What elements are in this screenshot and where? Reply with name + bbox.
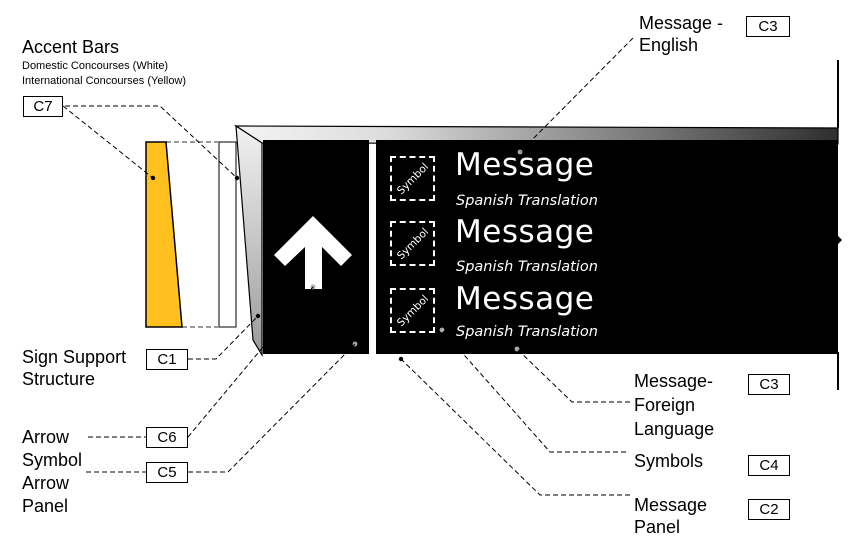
arrow-panel-label-line1: Arrow	[22, 473, 70, 493]
message-translation-text: Spanish Translation	[456, 259, 598, 275]
accent-international-note: International Concourses (Yellow)	[22, 75, 187, 87]
sign-support-label-line1: Sign Support	[22, 347, 127, 367]
sign-support-label-line2: Structure	[22, 369, 96, 389]
message-foreign-label-line1: Message-	[634, 371, 714, 391]
accent-bars-title: Accent Bars	[22, 37, 120, 57]
symbol-label: Symbol	[394, 160, 431, 197]
symbol-box: Symbol	[390, 221, 435, 266]
message-foreign-label-line3: Language	[634, 419, 715, 439]
yellow-accent-bar	[145, 141, 183, 328]
symbol-label: Symbol	[394, 292, 431, 329]
code-c1: C1	[146, 349, 188, 370]
code-c6: C6	[146, 427, 188, 448]
arrow-symbol	[274, 216, 352, 289]
white-accent-bar	[218, 141, 237, 328]
code-c4: C4	[748, 455, 790, 476]
message-panel-label-line2: Panel	[634, 517, 681, 537]
message-translation-text: Spanish Translation	[456, 324, 598, 340]
message-english-label-line2: English	[639, 35, 699, 55]
code-c3-foreign: C3	[748, 374, 790, 395]
code-c3-english: C3	[746, 16, 790, 37]
code-c5: C5	[146, 462, 188, 483]
symbol-box: Symbol	[390, 156, 435, 201]
message-english-text: Message	[455, 214, 595, 250]
symbols-label: Symbols	[634, 451, 704, 471]
message-english-label-line1: Message -	[639, 13, 724, 33]
accent-domestic-note: Domestic Concourses (White)	[22, 60, 169, 72]
symbol-box: Symbol	[390, 288, 435, 333]
message-panel-label-line1: Message	[634, 495, 708, 515]
message-translation-text: Spanish Translation	[456, 193, 598, 209]
code-c7: C7	[23, 96, 63, 117]
message-english-text: Message	[455, 147, 595, 183]
leader-lines	[62, 37, 634, 496]
symbol-label: Symbol	[394, 225, 431, 262]
message-english-text: Message	[455, 281, 595, 317]
arrow-panel	[263, 140, 369, 354]
arrow-panel-label-line2: Panel	[22, 496, 69, 516]
callout-dot-symbol	[439, 327, 445, 333]
message-foreign-label-line2: Foreign	[634, 395, 696, 415]
message-panel	[376, 140, 838, 354]
arrow-symbol-label-line1: Arrow	[22, 427, 70, 447]
arrow-symbol-label-line2: Symbol	[22, 450, 83, 470]
code-c2: C2	[748, 499, 790, 520]
